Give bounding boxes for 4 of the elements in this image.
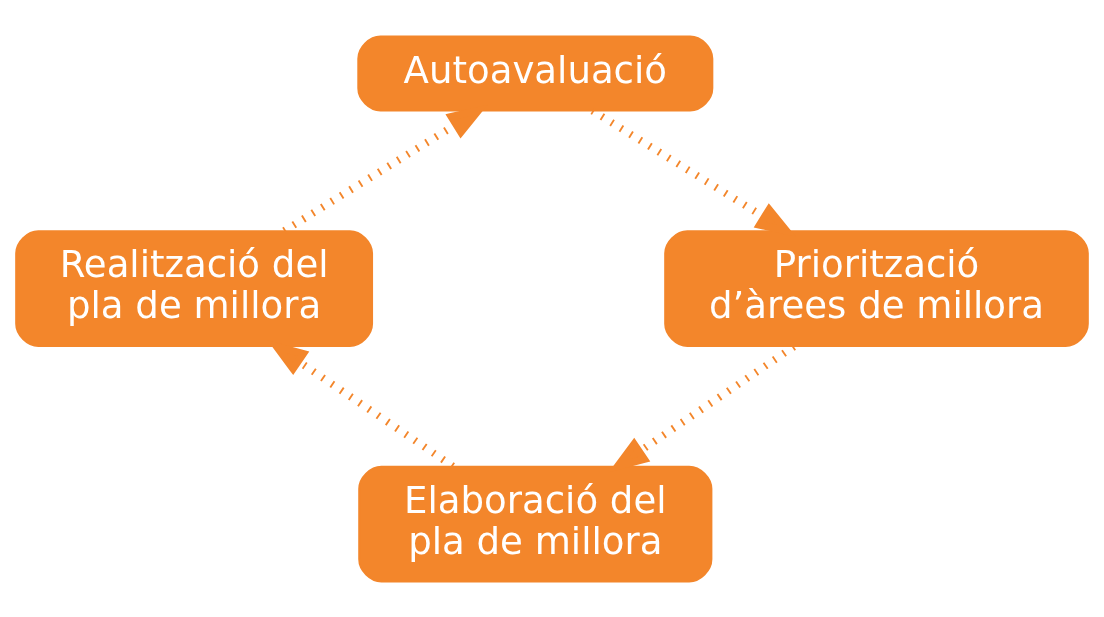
node-box: Realització del pla de millora <box>15 229 374 347</box>
node-box: Autoavaluació <box>357 35 714 111</box>
node-box: Elaboració del pla de millora <box>358 465 713 582</box>
node-box: Priorització d’àrees de millora <box>664 229 1089 347</box>
